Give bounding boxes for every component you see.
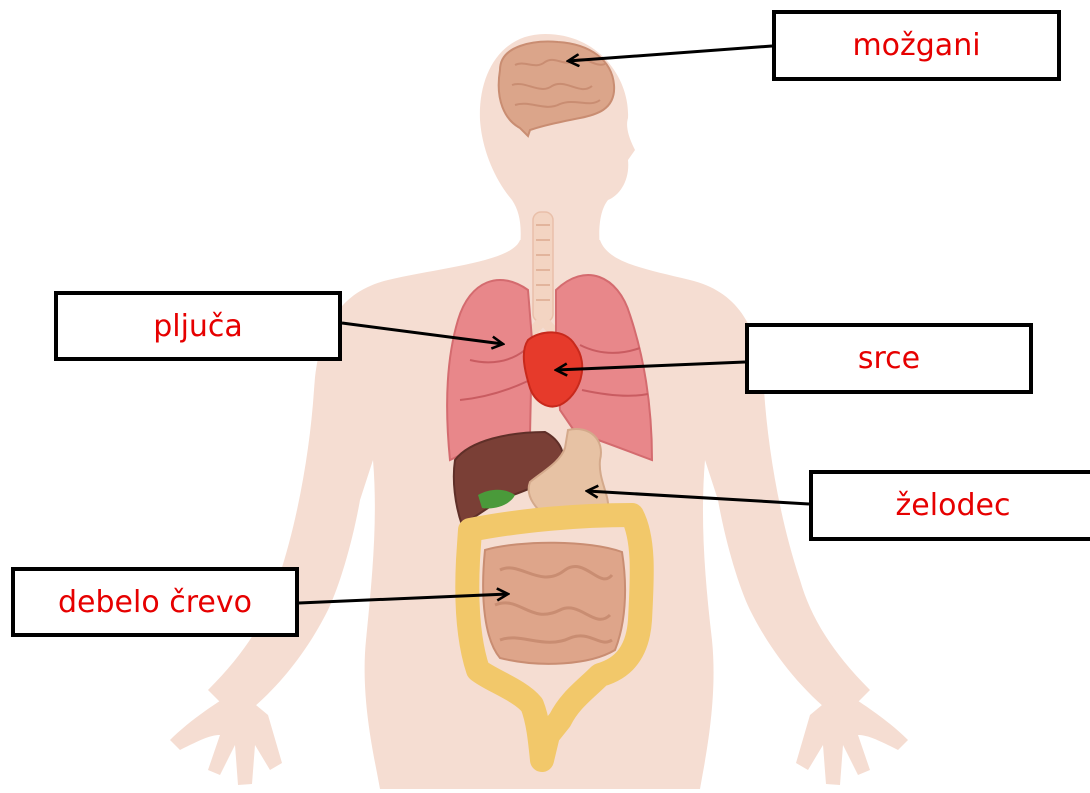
body-silhouette bbox=[170, 34, 908, 789]
brain-label: možgani bbox=[852, 28, 980, 63]
lungs-label-box: pljuča bbox=[54, 291, 342, 361]
heart-label: srce bbox=[858, 341, 920, 376]
heart-label-box: srce bbox=[745, 323, 1033, 394]
stomach-label-box: želodec bbox=[809, 470, 1090, 541]
stomach-label: želodec bbox=[896, 488, 1011, 523]
small-intestine bbox=[483, 543, 625, 664]
brain-label-box: možgani bbox=[772, 10, 1061, 81]
large-intestine-label-box: debelo črevo bbox=[11, 567, 299, 637]
large-intestine-label: debelo črevo bbox=[58, 585, 252, 620]
lungs-label: pljuča bbox=[153, 309, 243, 344]
